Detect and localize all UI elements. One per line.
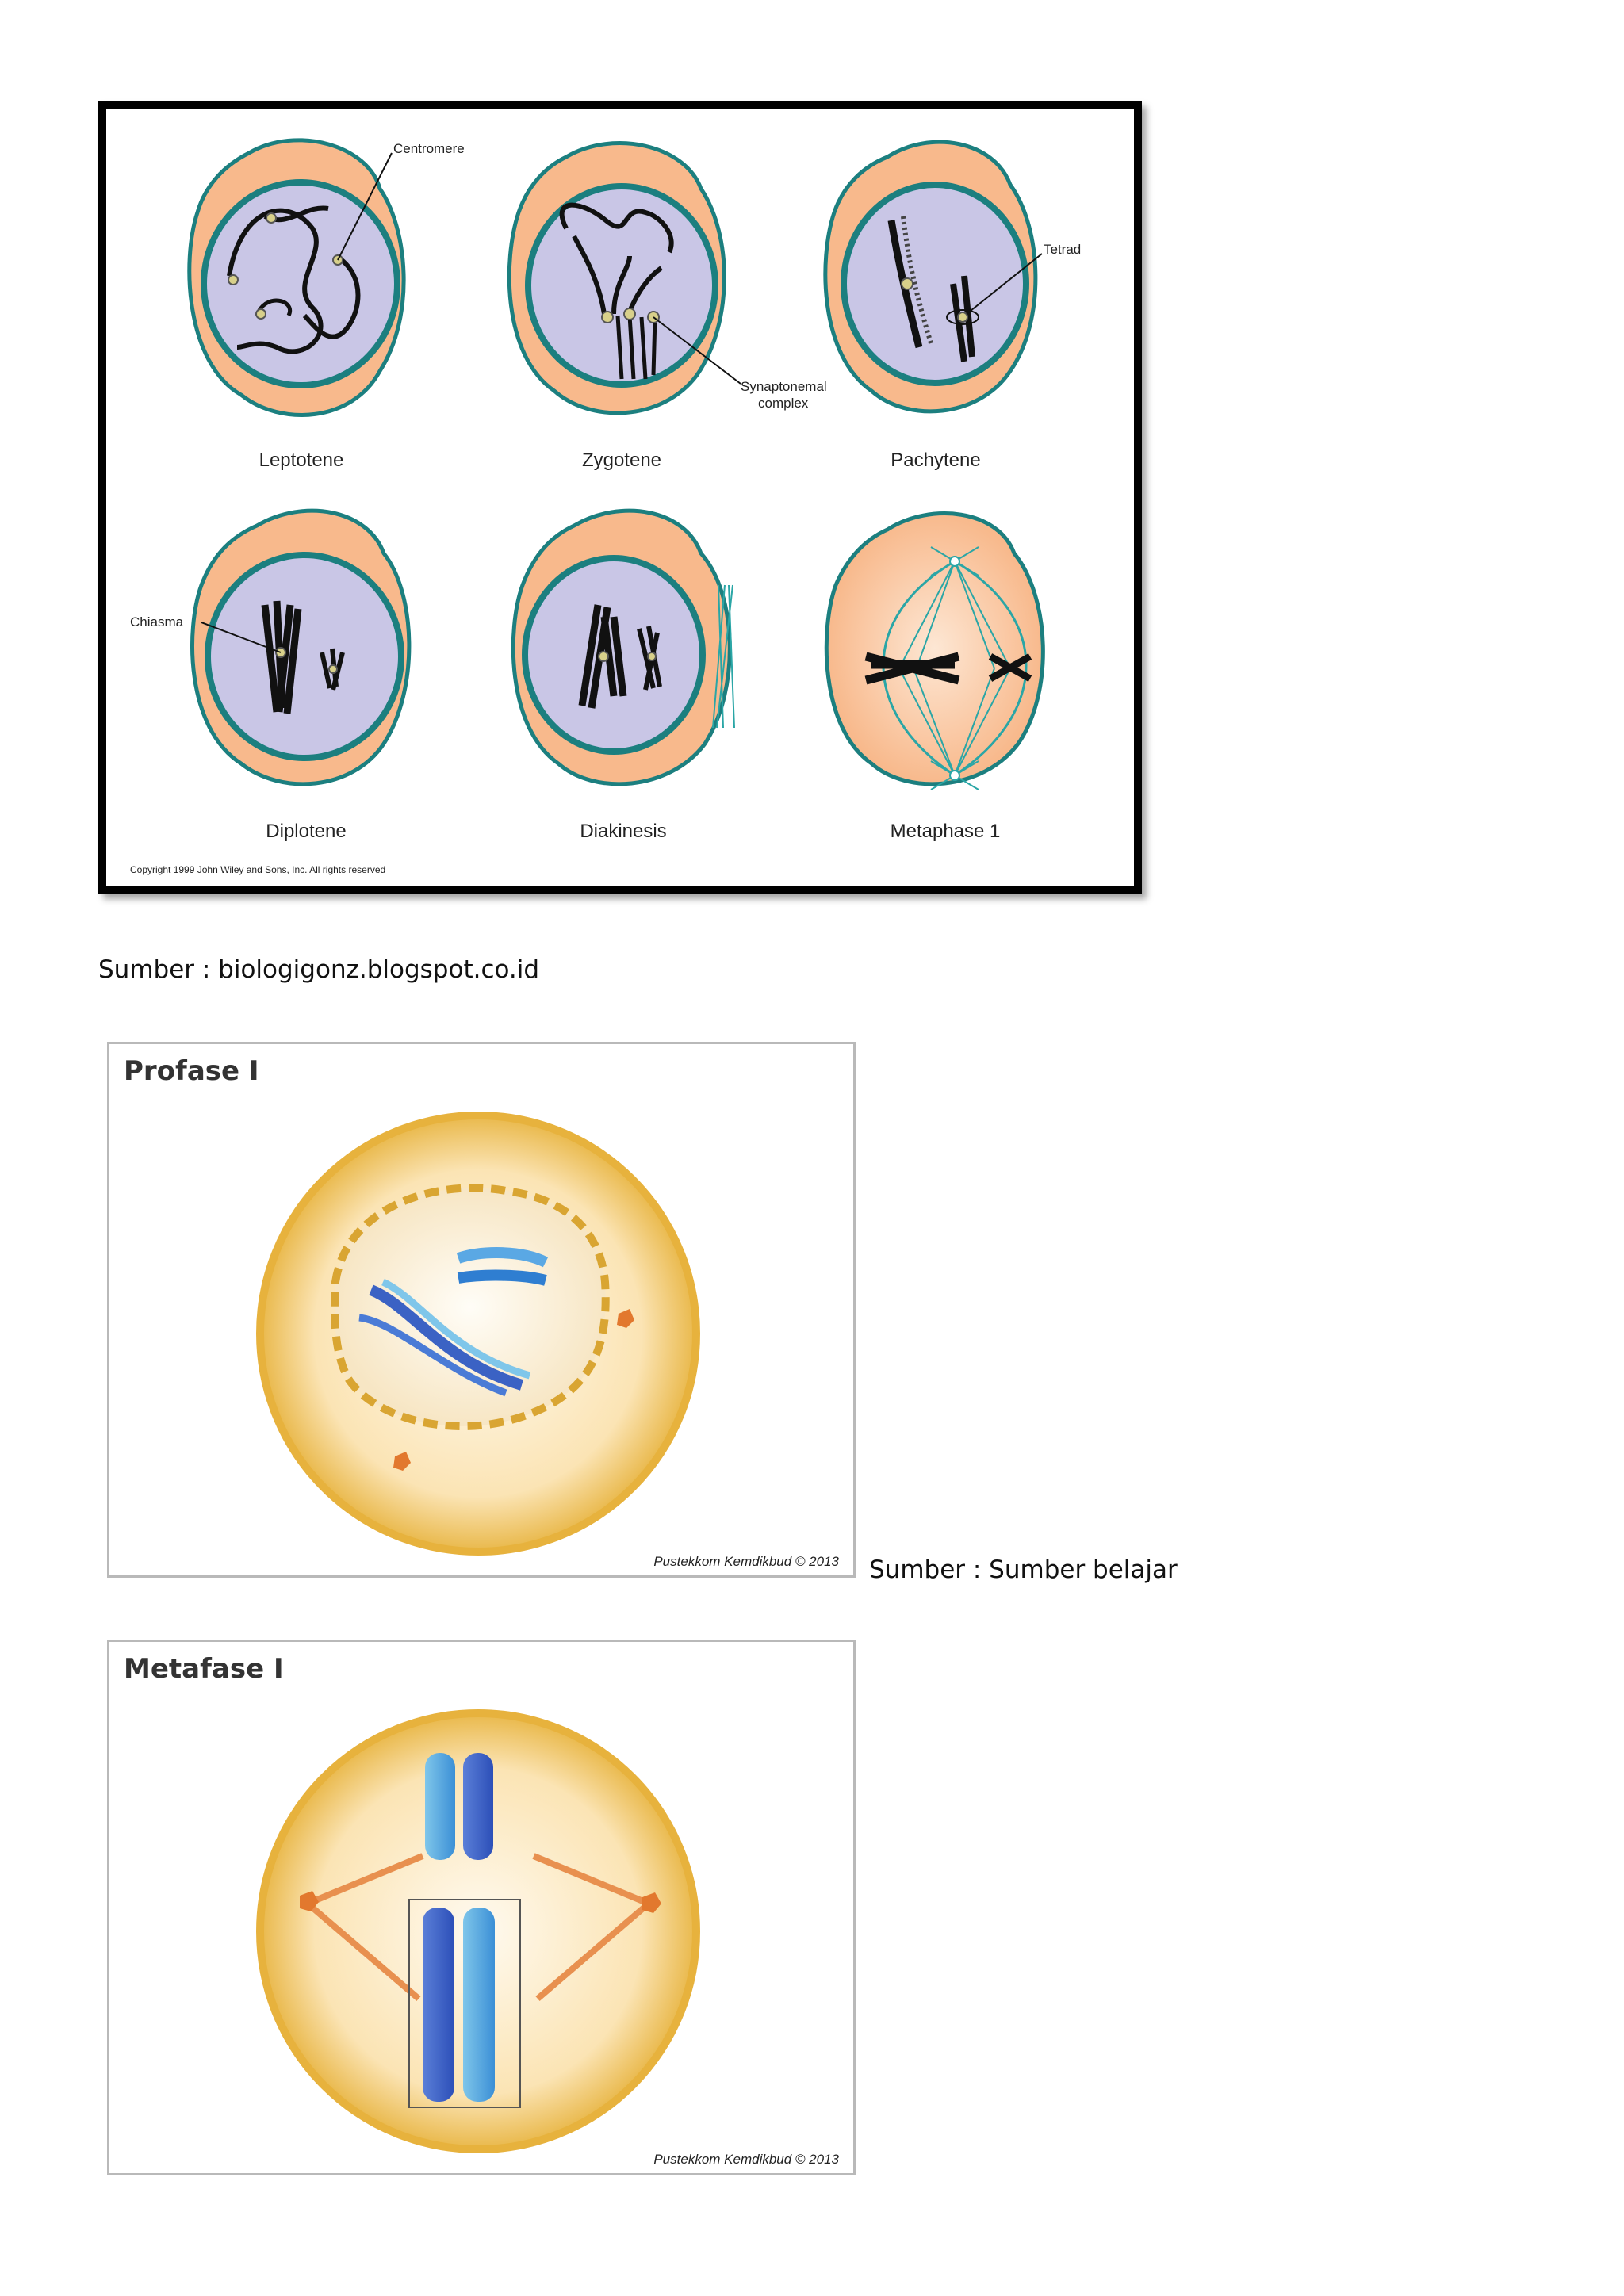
callout-chiasma: Chiasma [130, 614, 184, 629]
stage-label-metaphase-1: Metaphase 1 [891, 821, 1001, 842]
metafase-credit: Pustekkom Kemdikbud © 2013 [653, 2152, 839, 2167]
stage-label-diakinesis: Diakinesis [580, 821, 666, 842]
source-caption-1: Sumber : biologigonz.blogspot.co.id [98, 955, 540, 984]
profase-credit: Pustekkom Kemdikbud © 2013 [653, 1554, 839, 1569]
cell-pachytene [823, 140, 1043, 414]
stage-label-zygotene: Zygotene [582, 450, 661, 471]
metafase-title: Metafase I [124, 1653, 284, 1685]
profase-title: Profase I [124, 1055, 259, 1087]
callout-centromere: Centromere [393, 141, 465, 156]
callout-tetrad: Tetrad [1044, 242, 1081, 257]
cell-metaphase-1 [824, 511, 1045, 790]
callout-synaptonemal-line2: complex [758, 396, 809, 411]
source-caption-2: Sumber : Sumber belajar [869, 1556, 1178, 1584]
stage-label-pachytene: Pachytene [891, 450, 980, 471]
cell-leptotene [187, 138, 406, 417]
figure1-copyright: Copyright 1999 John Wiley and Sons, Inc.… [130, 864, 385, 875]
stage-label-leptotene: Leptotene [259, 450, 344, 471]
metafase-i-figure: Metafase I Pustekkom Kemdikbud © 2013 [107, 1640, 856, 2175]
cell-zygotene [507, 141, 741, 415]
callout-synaptonemal-line1: Synaptonemal [741, 379, 827, 394]
cell-diplotene [190, 508, 412, 786]
meiosis-prophase-diagram: Leptotene Zygotene Pachytene Diplotene D… [98, 101, 1142, 894]
stage-label-diplotene: Diplotene [266, 821, 346, 842]
cell-diakinesis [511, 508, 735, 786]
profase-i-figure: Profase I Pustekkom Kemdikbud © 2013 [107, 1042, 856, 1578]
